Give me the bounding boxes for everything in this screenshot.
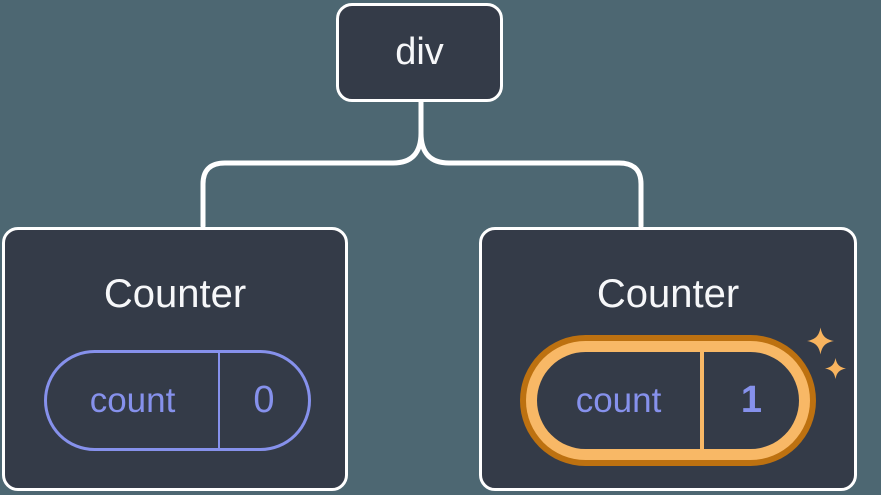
state-pill: count 0 (44, 350, 311, 451)
sparkle-icon (825, 358, 846, 379)
state-value: 1 (740, 379, 763, 421)
connector-branch-right (418, 99, 644, 229)
state-pill-highlighted: count 1 (520, 335, 816, 466)
state-pill: count 1 (537, 352, 799, 449)
state-key: count (537, 352, 704, 449)
highlight-ring: count 1 (526, 341, 810, 460)
root-node-label: div (395, 31, 444, 73)
root-node-div: div (336, 3, 503, 102)
component-title: Counter (103, 272, 247, 316)
sparkle-icon (807, 327, 834, 355)
connector-branch-left (200, 99, 424, 229)
counter-card-left: Counter count 0 (2, 227, 348, 491)
counter-card-right: Counter count 1 (479, 227, 857, 491)
state-value: 0 (253, 379, 275, 421)
component-title: Counter (596, 272, 740, 316)
state-key: count (47, 353, 220, 448)
